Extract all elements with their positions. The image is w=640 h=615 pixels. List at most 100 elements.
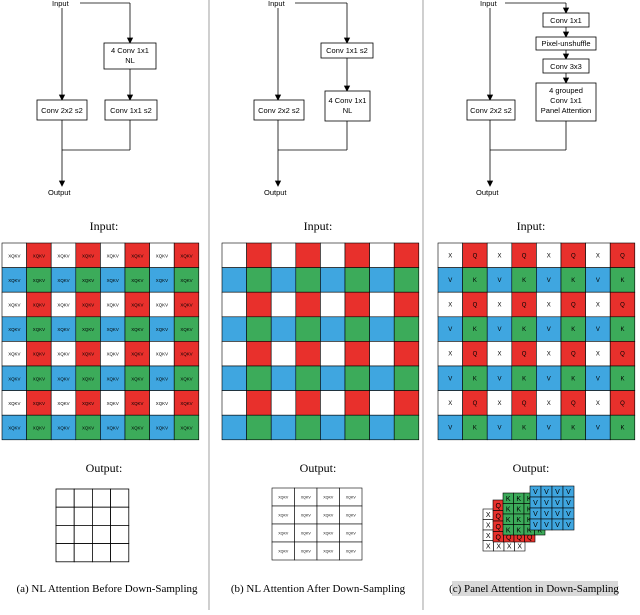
panel-a-input-cell-label: XQKV (156, 327, 168, 332)
panel-c-input-cell-label: V (547, 327, 551, 333)
panel-c-input-cell-label: K (620, 426, 624, 432)
panel-b-output-cell-label: XQKV (346, 514, 357, 518)
panel-b-input-cell (344, 414, 370, 441)
panel-a-input-cell-label: XQKV (107, 278, 119, 283)
panel-c-input-cell-label: V (596, 376, 600, 382)
panel-b-input-cell (320, 267, 346, 293)
panel-c-input-cell (560, 291, 586, 318)
panel-b-input-cell (270, 390, 297, 416)
panel-c-input-cell-label: X (596, 352, 600, 358)
panel-c-input-cell (486, 267, 513, 293)
panel-b-input-cell (393, 267, 420, 293)
panel-c-input-cell (585, 341, 611, 367)
panel-b-input-cell (270, 267, 297, 293)
panel-b-input-cell (270, 341, 297, 367)
panel-a-input-label: Input (52, 0, 70, 8)
panel-c-input-cell-label: Q (522, 401, 527, 407)
panel-a-input-cell-label: XQKV (180, 376, 192, 381)
panel-a-input-cell-label: XQKV (180, 278, 192, 283)
panel-c-input-cell (511, 267, 537, 293)
panel-b-input-cell (393, 291, 420, 318)
panel-a-boxes: 4 Conv 1x1 NL Conv 2x2 s2 Conv 1x1 s2 In… (36, 0, 158, 197)
panel-c-output-green-label: K (506, 496, 511, 503)
panel-c-output-blue-label: V (566, 522, 571, 529)
panel-c-input-cell (609, 390, 636, 416)
panel-c-output-white-label: X (486, 533, 491, 540)
panel-b-input-cell (369, 316, 395, 342)
panel-a-output-cell (73, 543, 93, 563)
panel-c-input-cell-label: Q (522, 303, 527, 309)
panel-c-input-cell (511, 414, 537, 441)
panel-a-input-cell-label: XQKV (180, 352, 192, 357)
panel-b-output-cell-label: XQKV (301, 532, 312, 536)
panel-c-input-cell-label: V (448, 278, 452, 284)
panel-a-conv2x2-label: Conv 2x2 s2 (41, 106, 83, 115)
panel-c-input-cell-label: Q (522, 352, 527, 358)
panel-b-output-cell-label: XQKV (301, 550, 312, 554)
panel-a-input-cell-label: XQKV (8, 278, 20, 283)
panel-b-input-cell (295, 365, 321, 391)
panel-a-output-cell (92, 488, 112, 508)
panel-a-output-cell (55, 488, 75, 508)
panel-c-output-blue-label: V (555, 522, 560, 529)
panel-a-input-cell-label: XQKV (180, 327, 192, 332)
panel-c-input-cell-label: V (547, 278, 551, 284)
panel-a-output-heading: Output: (86, 461, 123, 475)
panel-c-boxes: Conv 1x1 Pixel-unshuffle Conv 3x3 Conv 2… (466, 0, 597, 197)
panel-c-input-cell-label: K (571, 278, 575, 284)
panel-c-input-cell (609, 365, 636, 391)
panel-a-input-cell (50, 291, 77, 318)
panel-c-input-cell-label: K (620, 278, 624, 284)
panel-c-output-blue-label: V (544, 500, 549, 507)
panel-b-input-cell (344, 242, 370, 268)
panel-b-input-cell (320, 341, 346, 367)
panel-a-output-label: Output (48, 188, 71, 197)
panel-a-input-cell (173, 291, 200, 318)
panel-a-output-cell (92, 525, 112, 545)
panel-a-input-grid: XQKV XQKV XQKV XQKV XQKV XQKV XQKV XQKV XQKV XQKV… (1, 242, 200, 441)
panel-c-input-cell-label: X (448, 401, 452, 407)
panel-c-input-cell-label: Q (571, 401, 576, 407)
panel-b-input-cell (270, 242, 297, 268)
panel-c-output-red-label: Q (496, 534, 502, 541)
panel-c-conv1x1-box (542, 12, 590, 28)
panel-a-nl-box-line1: 4 Conv 1x1 (111, 46, 149, 55)
panel-b-output-cell-label: XQKV (346, 532, 357, 536)
panel-a-input-cell-label: XQKV (82, 278, 94, 283)
panel-c-input-cell-label: X (497, 253, 501, 259)
panel-b-input-cell (393, 242, 420, 268)
panel-c-input-cell-label: X (448, 253, 452, 259)
panel-c-input-cell-label: Q (620, 253, 625, 259)
panel-a-input-cell-label: XQKV (33, 426, 45, 431)
panel-c-unshuffle-box (535, 36, 597, 51)
panel-b-input-cell (270, 316, 297, 342)
panel-a-input-cell (26, 291, 52, 318)
panel-a-input-cell (100, 291, 126, 318)
panel-b-input-cell (221, 291, 247, 318)
panel-a-input-cell-label: XQKV (82, 303, 94, 308)
panel-c-output-red-label: Q (496, 524, 502, 531)
panel-c-output-blue-label: V (566, 500, 571, 507)
panel-b-output-cell-label: XQKV (278, 514, 289, 518)
panel-c-unshuffle-label: Pixel-unshuffle (541, 39, 590, 48)
panel-c-input-cell (609, 242, 636, 268)
panel-b-input-cell (320, 242, 346, 268)
panel-c-input-cell (609, 341, 636, 367)
panel-c-output-blue-label: V (566, 489, 571, 496)
panel-c-output-green-label: K (516, 527, 521, 534)
panel-a-input-cell-label: XQKV (156, 278, 168, 283)
panel-c-input-cell-label: X (547, 303, 551, 309)
panel-a-input-cell-label: XQKV (107, 303, 119, 308)
panel-c-input-heading: Input: (517, 219, 546, 233)
panel-b-boxes: Conv 1x1 s2 Conv 2x2 s2 4 Conv 1x1 NL In… (253, 0, 374, 197)
panel-b-nl-box-line2: NL (343, 106, 353, 115)
panel-b-input-cell (221, 267, 247, 293)
panel-a-conv1x1-label: Conv 1x1 s2 (110, 106, 152, 115)
panel-a-input-cell (50, 414, 77, 441)
panel-c-caption: (c) Panel Attention in Down-Sampling (449, 583, 619, 595)
panel-c-output-label: Output (476, 188, 499, 197)
panel-c-input-cell (560, 341, 586, 367)
panel-c-output-stack: XXXXXXXXXXXXXXXXQQQQQQQQQQQQQQQQKKKKKKKK… (482, 485, 575, 552)
panel-c-input-cell (560, 267, 586, 293)
